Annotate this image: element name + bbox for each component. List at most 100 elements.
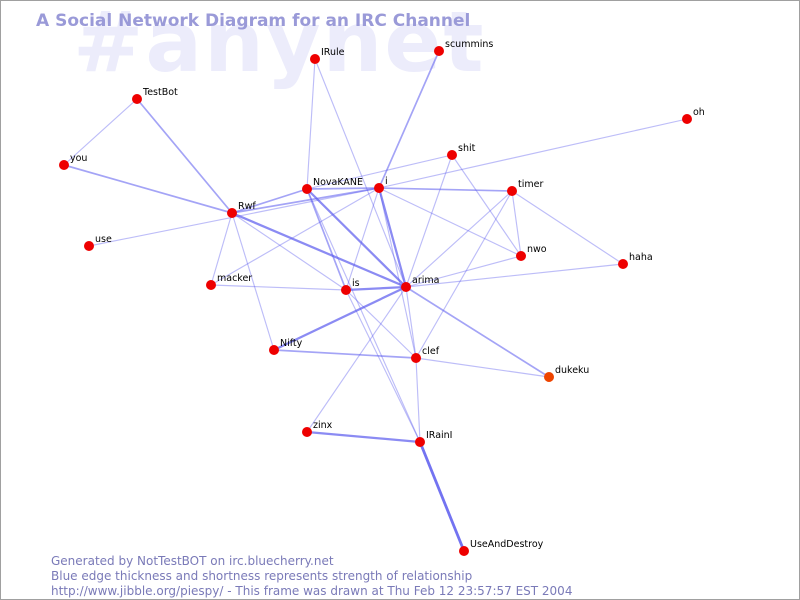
edge-arima-haha xyxy=(405,263,624,288)
node-label: macker xyxy=(217,273,252,284)
node-dot xyxy=(341,285,351,295)
edge-scummins-i xyxy=(378,50,440,189)
node-dot xyxy=(434,46,444,56)
diagram-title: A Social Network Diagram for an IRC Chan… xyxy=(36,11,471,31)
edge-i-is xyxy=(345,187,380,291)
node-dot xyxy=(227,208,237,218)
edge-i-arima xyxy=(377,186,408,289)
edge-oh-i xyxy=(378,118,688,189)
node-TestBot: TestBot xyxy=(132,87,178,104)
node-label: Nifty xyxy=(280,338,303,349)
edge-i-clef xyxy=(378,187,417,359)
edge-NovaKANE-IRainI xyxy=(306,188,421,443)
node-label: Rwf xyxy=(238,201,256,212)
edge-IRainI-UseAndDestroy xyxy=(418,440,466,553)
node-IRainI: IRainI xyxy=(415,430,452,447)
node-label: haha xyxy=(629,252,653,263)
edge-Rwf-is xyxy=(231,212,347,291)
node-dot xyxy=(411,353,421,363)
edge-arima-dukeku xyxy=(405,286,550,378)
node-label: you xyxy=(70,153,87,164)
node-label: oh xyxy=(693,107,705,118)
edges-layer xyxy=(63,50,688,553)
node-label: is xyxy=(352,278,360,289)
node-dot xyxy=(401,282,411,292)
edge-NovaKANE-arima xyxy=(305,187,408,289)
edge-shit-NovaKANE xyxy=(306,154,453,190)
node-nwo: nwo xyxy=(516,244,547,261)
node-macker: macker xyxy=(206,273,252,290)
node-dot xyxy=(415,437,425,447)
node-shit: shit xyxy=(447,143,476,160)
edge-NovaKANE-is xyxy=(306,188,347,291)
node-label: use xyxy=(95,234,112,245)
edge-clef-dukeku xyxy=(415,357,550,378)
node-UseAndDestroy: UseAndDestroy xyxy=(459,539,544,556)
node-dukeku: dukeku xyxy=(544,365,589,382)
node-label: zinx xyxy=(313,420,333,431)
edge-TestBot-you xyxy=(63,98,138,166)
edge-NovaKANE-i xyxy=(306,187,380,190)
edge-you-Rwf xyxy=(63,164,233,214)
node-dot xyxy=(302,184,312,194)
node-haha: haha xyxy=(618,252,653,269)
node-arima: arima xyxy=(401,275,439,292)
node-dot xyxy=(310,54,320,64)
edge-i-timer xyxy=(378,187,513,192)
node-dot xyxy=(84,241,94,251)
edge-zinx-IRainI xyxy=(305,430,422,444)
node-dot xyxy=(618,259,628,269)
node-label: IRule xyxy=(321,47,345,58)
edge-Rwf-NovaKANE xyxy=(231,188,308,214)
node-label: nwo xyxy=(527,244,547,255)
edge-Rwf-macker xyxy=(210,212,233,286)
node-is: is xyxy=(341,278,360,295)
edge-Rwf-i xyxy=(231,187,380,214)
edge-shit-arima xyxy=(405,154,453,288)
node-zinx: zinx xyxy=(302,420,333,437)
node-label: i xyxy=(385,176,388,187)
edge-Nifty-clef xyxy=(273,349,417,359)
edge-timer-arima xyxy=(405,190,513,288)
node-label: TestBot xyxy=(142,87,178,98)
node-dot xyxy=(302,427,312,437)
node-label: scummins xyxy=(445,39,493,50)
edge-arima-clef xyxy=(405,286,417,359)
node-dot xyxy=(507,186,517,196)
edge-timer-clef xyxy=(415,190,513,359)
edge-i-nwo xyxy=(378,187,522,257)
edge-arima-zinx xyxy=(306,286,407,433)
node-dot xyxy=(544,372,554,382)
footer-generated-by: Generated by NotTestBOT on irc.bluecherr… xyxy=(51,554,334,568)
node-label: clef xyxy=(422,346,440,357)
edge-clef-IRainI xyxy=(415,357,421,443)
edge-arima-is xyxy=(344,285,408,292)
node-scummins: scummins xyxy=(434,39,493,56)
node-dot xyxy=(206,280,216,290)
node-you: you xyxy=(59,153,87,170)
edge-Rwf-Nifty xyxy=(231,212,275,351)
node-dot xyxy=(447,150,457,160)
node-use: use xyxy=(84,234,112,251)
node-label: UseAndDestroy xyxy=(470,539,544,550)
node-oh: oh xyxy=(682,107,705,124)
edge-IRule-arima xyxy=(314,58,407,288)
node-dot xyxy=(459,546,469,556)
node-label: dukeku xyxy=(555,365,589,376)
node-i: i xyxy=(374,176,388,193)
node-label: shit xyxy=(458,143,476,154)
edge-macker-is xyxy=(210,284,347,291)
edge-TestBot-Rwf xyxy=(136,98,233,214)
node-dot xyxy=(132,94,142,104)
edge-shit-nwo xyxy=(451,154,522,257)
node-IRule: IRule xyxy=(310,47,345,64)
node-dot xyxy=(59,160,69,170)
node-dot xyxy=(682,114,692,124)
edge-timer-nwo xyxy=(511,190,522,257)
node-dot xyxy=(269,345,279,355)
footer-legend-note: Blue edge thickness and shortness repres… xyxy=(51,569,473,583)
channel-watermark: #anynet xyxy=(73,0,486,91)
